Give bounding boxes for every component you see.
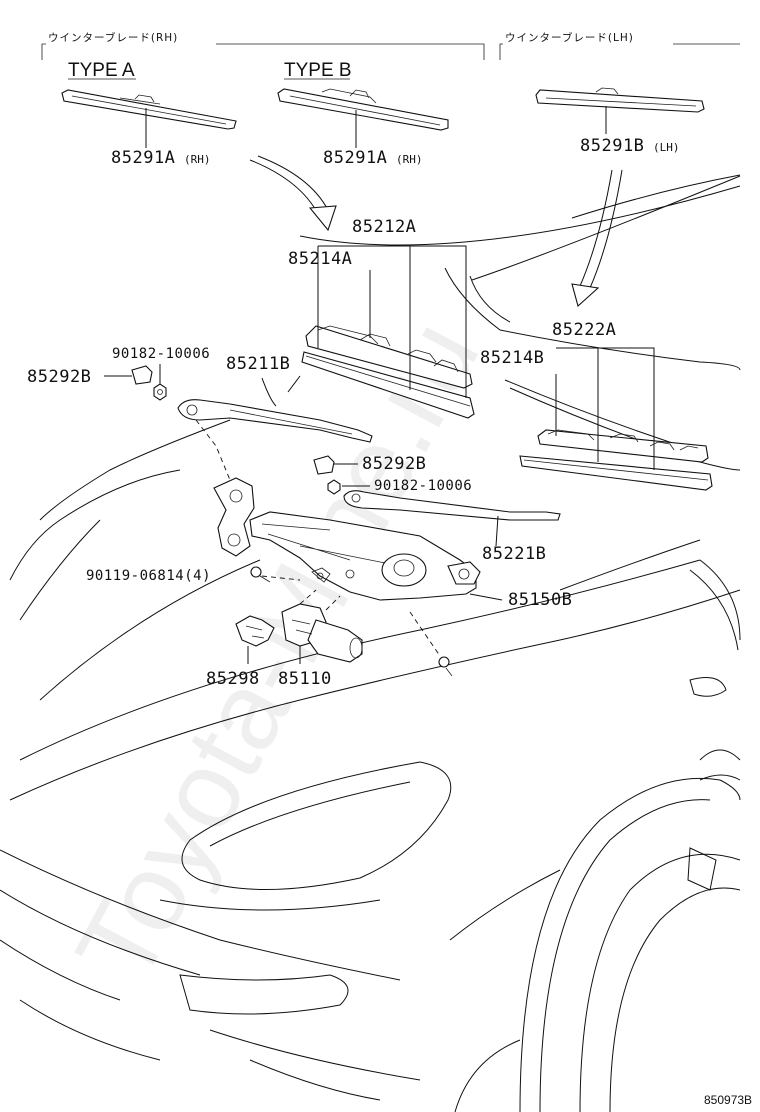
- arrow-to-rh-blade: [249, 155, 337, 232]
- winter-blade-type-b: [277, 88, 449, 148]
- label-85214b: 85214B: [480, 348, 544, 368]
- bolt-bottom: [438, 656, 453, 677]
- blade-assembly-rh: [301, 325, 475, 419]
- label-85211b: 85211B: [226, 354, 290, 374]
- type-b-label: TYPE B: [284, 60, 352, 81]
- winter-blade-type-a: [61, 89, 237, 148]
- label-85110: 85110: [278, 669, 332, 689]
- wiper-arm-lh: [343, 490, 561, 521]
- blade-assembly-lh: [519, 429, 713, 491]
- label-85222a: 85222A: [552, 320, 616, 340]
- label-85291a-type-b-suffix: (RH): [396, 153, 423, 166]
- type-a-label: TYPE A: [68, 60, 135, 81]
- leaders-85222a: [555, 347, 655, 470]
- label-90182-top: 90182-10006: [112, 346, 210, 362]
- bolt-left: [250, 566, 271, 583]
- nut-top: [153, 383, 167, 401]
- label-85291a-type-b: 85291A: [323, 148, 387, 168]
- leaders-85212a: [317, 245, 467, 398]
- label-85221b: 85221B: [482, 544, 546, 564]
- rh-blade-bracket: ウインターブレード(RH): [41, 31, 485, 60]
- label-85291a-type-a-suffix: (RH): [184, 153, 211, 166]
- label-85291b-suffix: (LH): [653, 141, 680, 154]
- label-85214a: 85214A: [288, 249, 352, 269]
- vehicle-body-outline: [0, 174, 741, 1112]
- label-85212a: 85212A: [352, 217, 416, 237]
- lh-blade-header: ウインターブレード(LH): [505, 31, 634, 44]
- winter-blade-lh: [535, 87, 705, 134]
- motor-bracket: [235, 615, 275, 647]
- nut-mid: [327, 479, 341, 495]
- diagram-code: 850973B: [704, 1093, 752, 1107]
- cap-left: [131, 365, 153, 385]
- label-85292b-mid: 85292B: [362, 454, 426, 474]
- label-85150b: 85150B: [508, 590, 572, 610]
- label-90182-mid: 90182-10006: [374, 478, 472, 494]
- wiper-link-assembly: [213, 477, 481, 601]
- label-85292b-left: 85292B: [27, 367, 91, 387]
- wiper-arm-rh: [177, 399, 373, 443]
- cap-mid: [313, 455, 335, 475]
- wiper-motor: [281, 603, 363, 663]
- arrow-to-lh-blade: [571, 169, 623, 308]
- rh-blade-header: ウインターブレード(RH): [48, 31, 178, 44]
- label-85291b: 85291B: [580, 136, 644, 156]
- label-85291a-type-a: 85291A: [111, 148, 175, 168]
- label-85298: 85298: [206, 669, 260, 689]
- lh-blade-bracket: ウインターブレード(LH): [499, 31, 740, 60]
- label-90119: 90119-06814(4): [86, 568, 211, 584]
